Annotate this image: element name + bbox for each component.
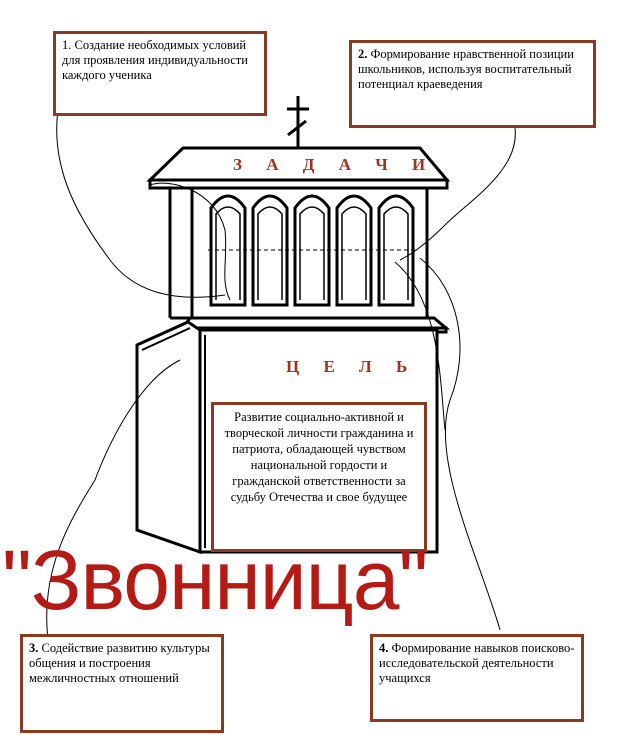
task-2-num: 2. — [358, 47, 368, 61]
tasks-label: З А Д А Ч И — [233, 155, 436, 174]
task-box-4: 4. Формирование навыков поисково-исследо… — [370, 634, 584, 722]
connector-lines — [46, 109, 516, 641]
task-box-2: 2. Формирование нравственной позиции шко… — [349, 40, 596, 128]
arch-inner — [215, 206, 409, 300]
task-3-text: Содействие развитию культуры общения и п… — [29, 641, 210, 685]
task-3-num: 3. — [29, 641, 39, 655]
cross-icon — [287, 96, 309, 148]
arch-windows — [209, 194, 415, 307]
task-box-3: 3. Содействие развитию культуры общения … — [20, 634, 224, 733]
task-box-1: 1. Создание необходимых условий для проя… — [53, 31, 267, 116]
task-1-text: Создание необходимых условий для проявле… — [62, 38, 248, 82]
goal-box: Развитие социально-активной и творческой… — [211, 402, 427, 552]
goal-text: Развитие социально-активной и творческой… — [224, 410, 414, 504]
goal-label: Ц Е Л Ь — [286, 357, 418, 376]
task-4-text: Формирование навыков поисково-исследоват… — [379, 641, 575, 685]
roof — [146, 146, 451, 190]
task-2-text: Формирование нравственной позиции школьн… — [358, 47, 574, 91]
task-1-num: 1. — [62, 38, 72, 52]
task-4-num: 4. — [379, 641, 389, 655]
page-title: "Звонница" — [2, 533, 428, 627]
